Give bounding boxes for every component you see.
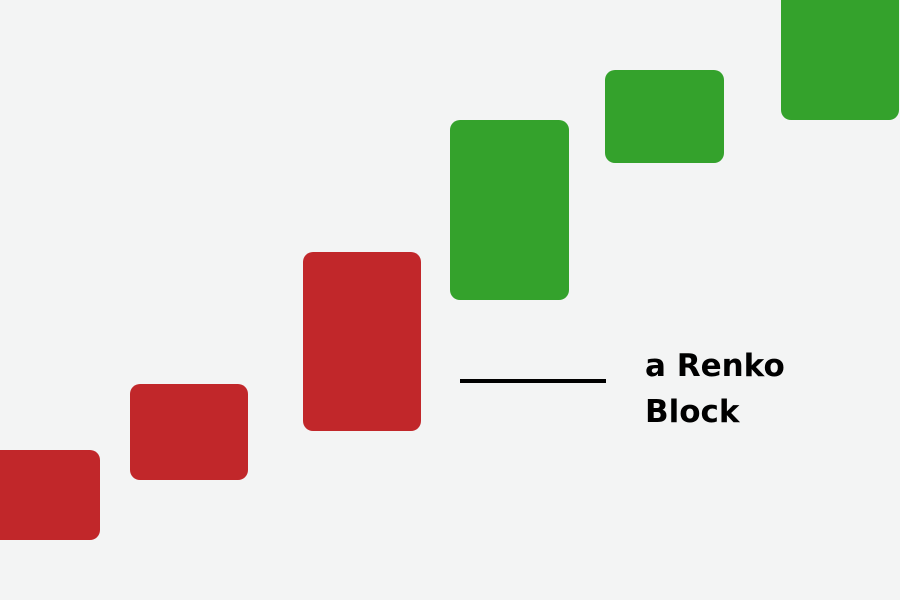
renko-block-red — [130, 384, 248, 480]
renko-block-green — [450, 120, 569, 300]
renko-block-green — [781, 0, 899, 120]
renko-block-green — [605, 70, 724, 163]
renko-block-red — [0, 450, 100, 540]
annotation-label-line-2: Block — [645, 394, 740, 430]
renko-block-red — [303, 252, 421, 431]
annotation-pointer-line — [460, 379, 606, 383]
annotation-label-line-1: a Renko — [645, 348, 785, 384]
annotation-label: a Renko Block — [645, 343, 845, 435]
